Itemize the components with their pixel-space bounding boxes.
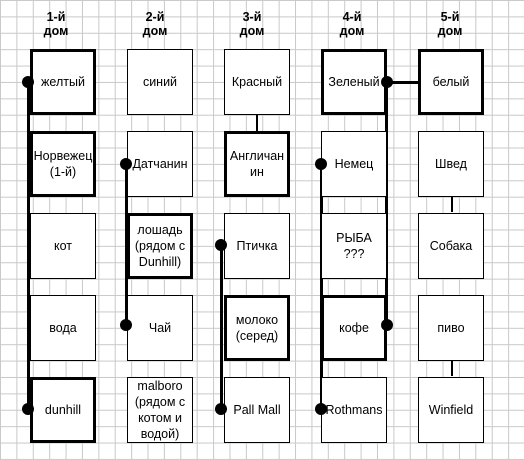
connector-house4-right-vertical <box>385 82 388 328</box>
dot-house2-dane <box>120 158 132 170</box>
house3-drink-cell: молоко (серед) <box>224 295 290 361</box>
house1-nationality-cell: Норвежец (1-й) <box>30 131 96 197</box>
house3-pet-cell: Птичка <box>224 213 290 279</box>
house4-color-cell: Зеленый <box>321 49 387 115</box>
house4-drink-cell: кофе <box>321 295 387 361</box>
house5-pet-cell: Собака <box>418 213 484 279</box>
house2-nationality-cell: Датчанин <box>127 131 193 197</box>
dot-house2-tea <box>120 319 132 331</box>
connector-swede-dog <box>451 196 453 212</box>
house1-drink-cell: вода <box>30 295 96 361</box>
connector-house4-vertical <box>320 164 323 410</box>
connector-red-englishman <box>256 115 258 131</box>
house2-color-cell: синий <box>127 49 193 115</box>
house3-color-cell: Красный <box>224 49 290 115</box>
house3-nationality-cell: Англичан ин <box>224 131 290 197</box>
house2-pet-cell: лошадь (рядом с Dunhill) <box>127 213 193 279</box>
dot-house4-green <box>381 76 393 88</box>
house2-cigarette-cell: malboro (рядом с котом и водой) <box>127 377 193 443</box>
house1-cigarette-cell: dunhill <box>30 377 96 443</box>
house1-pet-cell: кот <box>30 213 96 279</box>
house1-color-cell: желтый <box>30 49 96 115</box>
house5-cigarette-cell: Winfield <box>418 377 484 443</box>
dot-house1-yellow <box>22 76 34 88</box>
dot-house4-german <box>315 158 327 170</box>
connector-house2-vertical <box>125 164 128 328</box>
connector-green-white <box>386 81 418 84</box>
dot-house3-pallmall <box>215 403 227 415</box>
house5-drink-cell: пиво <box>418 295 484 361</box>
connector-house3-vertical <box>220 246 223 410</box>
house5-nationality-cell: Швед <box>418 131 484 197</box>
dot-house3-bird <box>215 239 227 251</box>
connector-beer-winfield <box>451 360 453 376</box>
house2-drink-cell: Чай <box>127 295 193 361</box>
house4-cigarette-cell: Rothmans <box>321 377 387 443</box>
house4-pet-cell: РЫБА ??? <box>321 213 387 279</box>
house4-nationality-cell: Немец <box>321 131 387 197</box>
dot-house4-rothmans <box>315 403 327 415</box>
connector-house1-vertical <box>27 82 30 410</box>
house3-cigarette-cell: Pall Mall <box>224 377 290 443</box>
house5-color-cell: белый <box>418 49 484 115</box>
dot-house4-coffee <box>381 319 393 331</box>
dot-house1-dunhill <box>22 403 34 415</box>
